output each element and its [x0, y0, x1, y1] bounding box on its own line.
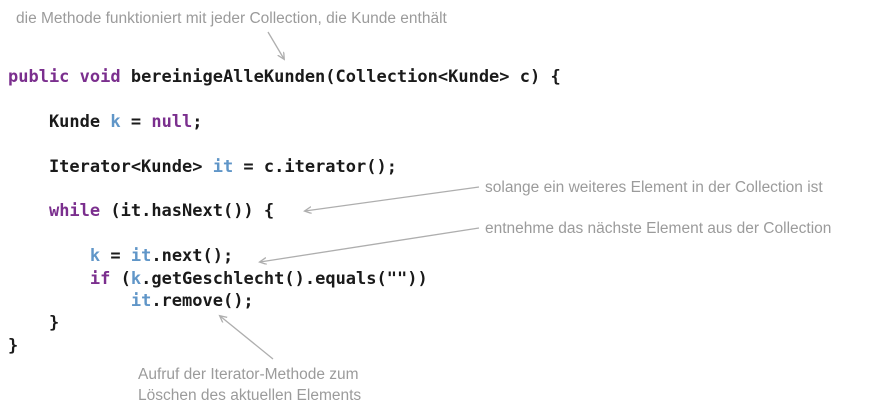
code-text: bereinigeAlleKunden(Collection<Kunde> c)… [120, 67, 561, 87]
code-variable: k [130, 268, 142, 289]
code-text: .remove(); [151, 290, 254, 311]
code-text [8, 269, 90, 289]
code-keyword: public void [8, 67, 121, 87]
code-text: .getGeschlecht().equals("")) [141, 268, 428, 289]
code-line: } [8, 312, 561, 334]
code-text: = [100, 246, 131, 267]
code-text: } [8, 313, 60, 334]
code-text: = [120, 111, 152, 132]
code-text: ; [192, 111, 203, 132]
annotation-arrow-method [267, 31, 284, 59]
code-variable: k [110, 111, 121, 132]
code-line: it.remove(); [8, 290, 561, 312]
code-keyword: while [48, 201, 101, 222]
annotation-while-note: solange ein weiteres Element in der Coll… [485, 179, 823, 196]
annotation-remove-note-line1: Aufruf der Iterator-Methode zum [138, 366, 359, 383]
code-text [8, 291, 131, 311]
code-text [8, 246, 90, 266]
code-keyword: if [89, 268, 111, 289]
code-line [8, 178, 561, 200]
code-text: = c.iterator(); [233, 156, 397, 177]
code-text [8, 201, 49, 221]
code-block: public void bereinigeAlleKunden(Collecti… [8, 66, 561, 357]
code-text: (it.hasNext()) { [100, 201, 275, 222]
code-line: while (it.hasNext()) { [8, 200, 561, 222]
code-line [8, 88, 561, 110]
annotation-remove-note-line2: Löschen des aktuellen Elements [138, 387, 362, 404]
code-variable: k [89, 246, 101, 267]
code-line [8, 133, 561, 155]
code-text: } [8, 335, 19, 356]
code-line: public void bereinigeAlleKunden(Collecti… [8, 66, 561, 88]
annotation-next-note: entnehme das nächste Element aus der Col… [485, 220, 832, 237]
annotation-method-note: die Methode funktioniert mit jeder Colle… [16, 10, 447, 27]
code-variable: it [130, 290, 152, 311]
code-text: .next(); [151, 246, 234, 267]
code-keyword: null [151, 111, 193, 132]
code-line: k = it.next(); [8, 245, 561, 267]
code-variable: it [130, 246, 152, 267]
code-line: if (k.getGeschlecht().equals("")) [8, 268, 561, 290]
code-text: ( [110, 268, 131, 289]
code-line: } [8, 335, 561, 357]
code-line [8, 223, 561, 245]
code-variable: it [212, 156, 234, 177]
code-text: Iterator<Kunde> [8, 156, 213, 177]
code-text: Kunde [8, 111, 111, 132]
annotation-remove-note: Aufruf der Iterator-Methode zum Löschen … [138, 364, 361, 406]
code-line: Kunde k = null; [8, 111, 561, 133]
code-line: Iterator<Kunde> it = c.iterator(); [8, 156, 561, 178]
